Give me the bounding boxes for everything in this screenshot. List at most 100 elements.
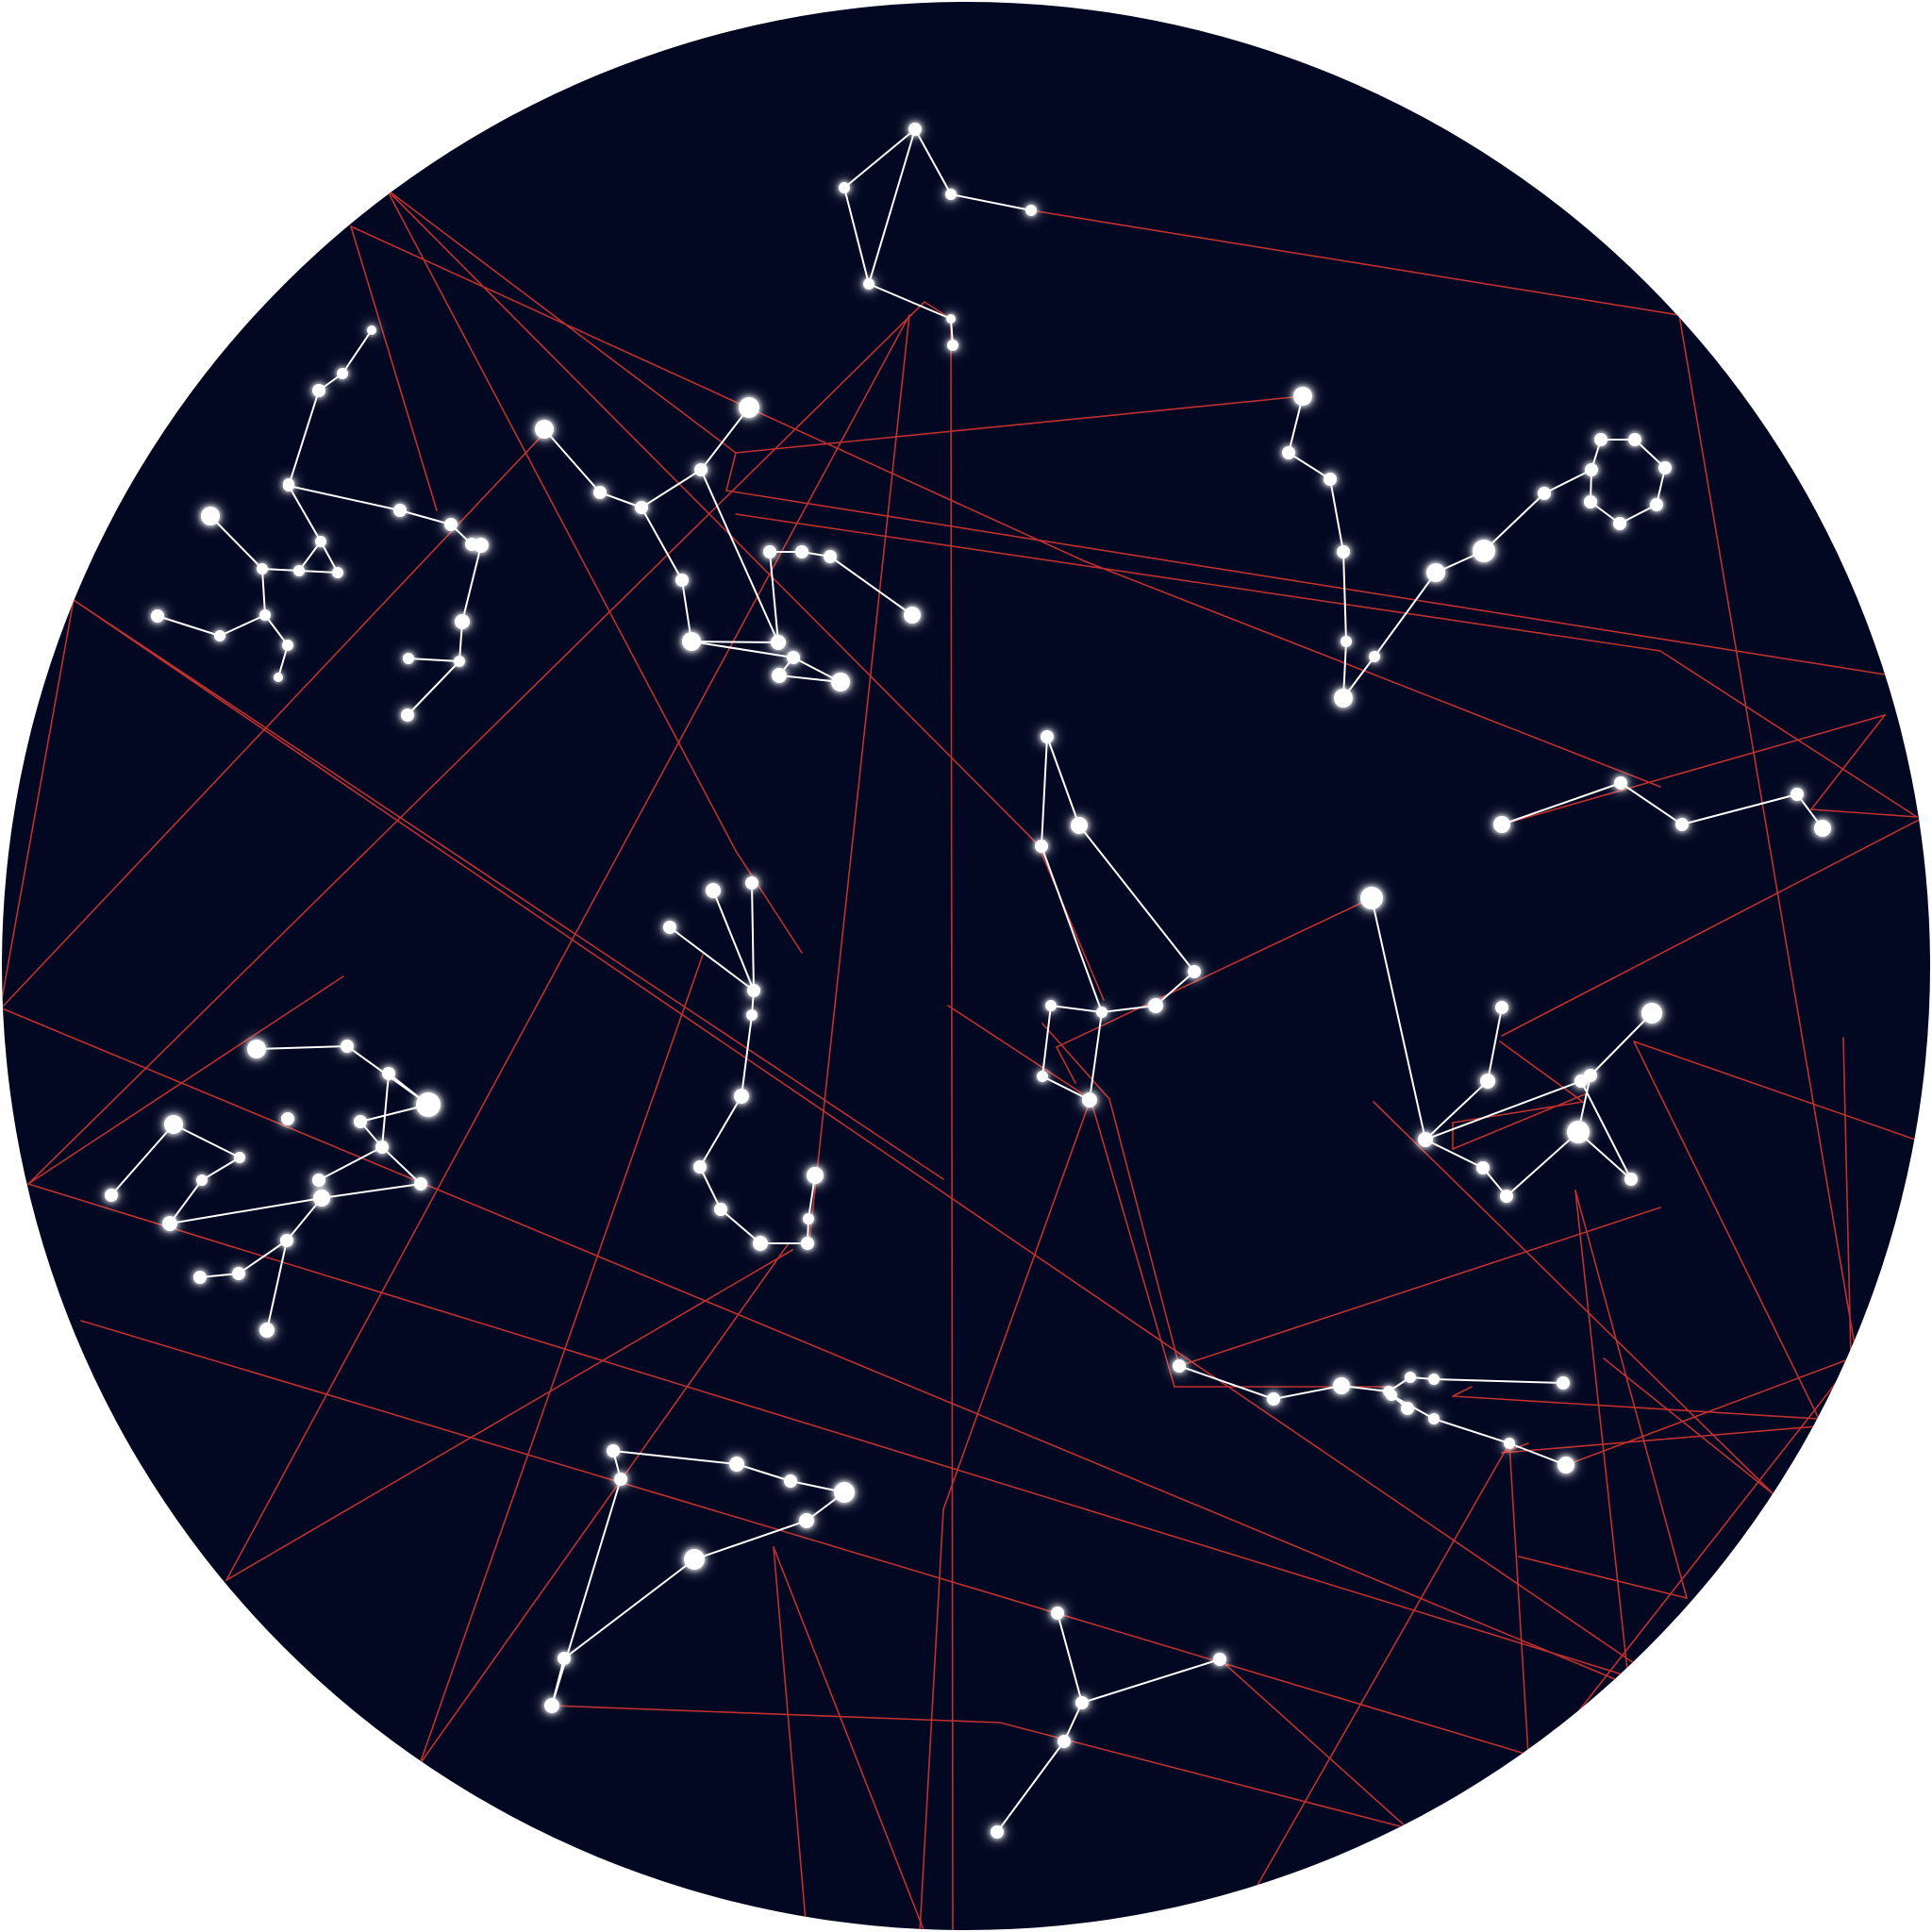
- route-segment: [1518, 1556, 1688, 1599]
- star: [734, 1089, 749, 1104]
- star: [746, 1009, 758, 1021]
- route-segment: [1452, 1101, 1584, 1124]
- route-segment: [1501, 714, 1886, 825]
- constellation-line: [1508, 1442, 1567, 1466]
- star: [863, 278, 874, 290]
- constellation-line: [551, 1478, 622, 1707]
- star: [706, 883, 721, 898]
- star: [947, 340, 958, 351]
- route-segment: [1633, 1041, 1820, 1420]
- route-segment: [1452, 1395, 1820, 1420]
- star: [1035, 840, 1048, 853]
- star: [772, 668, 787, 683]
- star: [753, 1236, 768, 1251]
- star: [414, 1177, 427, 1191]
- star: [1493, 816, 1510, 833]
- star: [196, 1174, 208, 1186]
- route-segment: [1603, 1357, 1774, 1495]
- star: [904, 607, 921, 624]
- star: [684, 1549, 705, 1570]
- route-segment: [1501, 1424, 1840, 1454]
- route-segment: [725, 490, 1886, 675]
- constellation-line: [1057, 1612, 1083, 1704]
- star: [824, 550, 837, 563]
- route-segment: [1574, 1190, 1629, 1680]
- constellation-line: [1273, 1385, 1342, 1400]
- star: [201, 507, 220, 525]
- star: [293, 565, 305, 576]
- route-segment: [386, 189, 1039, 845]
- route-segment: [1810, 714, 1886, 810]
- route-segment: [27, 1183, 1639, 1680]
- star: [281, 1112, 294, 1125]
- route-segment: [773, 1546, 808, 1930]
- constellation-line: [219, 614, 266, 637]
- star: [544, 1698, 559, 1713]
- constellation-line: [599, 491, 642, 508]
- constellation-line: [1342, 641, 1347, 699]
- stars-layer: [105, 123, 1831, 1839]
- route-segment: [386, 189, 737, 852]
- constellation-line: [1424, 1080, 1489, 1141]
- constellation-line: [681, 579, 692, 642]
- route-segment: [419, 954, 704, 1765]
- constellation-line: [1590, 1012, 1653, 1076]
- star: [831, 673, 850, 691]
- star: [745, 876, 758, 890]
- route-segment: [350, 225, 1086, 562]
- star: [714, 1203, 727, 1216]
- constellation-line: [693, 1520, 808, 1560]
- star: [803, 1213, 814, 1224]
- star: [367, 325, 376, 335]
- route-segment: [1499, 1041, 1584, 1103]
- constellation-line: [1433, 1378, 1564, 1384]
- star: [259, 609, 271, 621]
- constellation-line: [238, 1240, 288, 1274]
- star: [1293, 387, 1312, 406]
- star: [663, 921, 676, 934]
- route-segment: [1678, 314, 1857, 1357]
- star: [1071, 817, 1088, 834]
- star: [257, 563, 268, 575]
- star: [1624, 1173, 1638, 1186]
- star: [1495, 1001, 1508, 1014]
- constellation-line: [1620, 782, 1683, 825]
- constellation-line: [173, 1124, 241, 1158]
- constellation-line: [298, 541, 322, 572]
- star: [1658, 461, 1672, 475]
- constellation-line: [914, 128, 952, 195]
- star: [1075, 1696, 1089, 1709]
- star: [403, 653, 414, 664]
- star: [1428, 1374, 1440, 1385]
- route-segment: [80, 1320, 1529, 1756]
- route-segment: [1659, 650, 1918, 818]
- route-segment: [225, 1249, 793, 1581]
- constellation: [551, 1450, 845, 1707]
- star: [593, 486, 607, 499]
- constellation-line: [1424, 1139, 1484, 1169]
- star: [1173, 1359, 1186, 1373]
- constellation-line: [408, 658, 460, 662]
- star: [341, 1040, 354, 1053]
- route-segment: [1574, 1190, 1688, 1599]
- star: [1334, 689, 1353, 708]
- star: [1790, 788, 1804, 801]
- constellation-line: [381, 1073, 390, 1148]
- star: [1628, 433, 1641, 446]
- constellation-line: [318, 1146, 383, 1181]
- star: [739, 397, 759, 418]
- route-segment: [1056, 1046, 1076, 1084]
- star: [1360, 887, 1383, 909]
- route-layer: [2, 189, 1925, 1930]
- constellation-line: [266, 1240, 288, 1331]
- star: [105, 1189, 118, 1202]
- star: [908, 123, 922, 136]
- route-segment: [1373, 1101, 1774, 1495]
- constellation-line: [1374, 572, 1437, 658]
- route-segment: [1030, 209, 1680, 316]
- star: [694, 463, 708, 476]
- star: [332, 567, 343, 578]
- star: [393, 504, 407, 517]
- constellation-line: [1041, 736, 1048, 847]
- constellation-line: [1089, 1011, 1103, 1101]
